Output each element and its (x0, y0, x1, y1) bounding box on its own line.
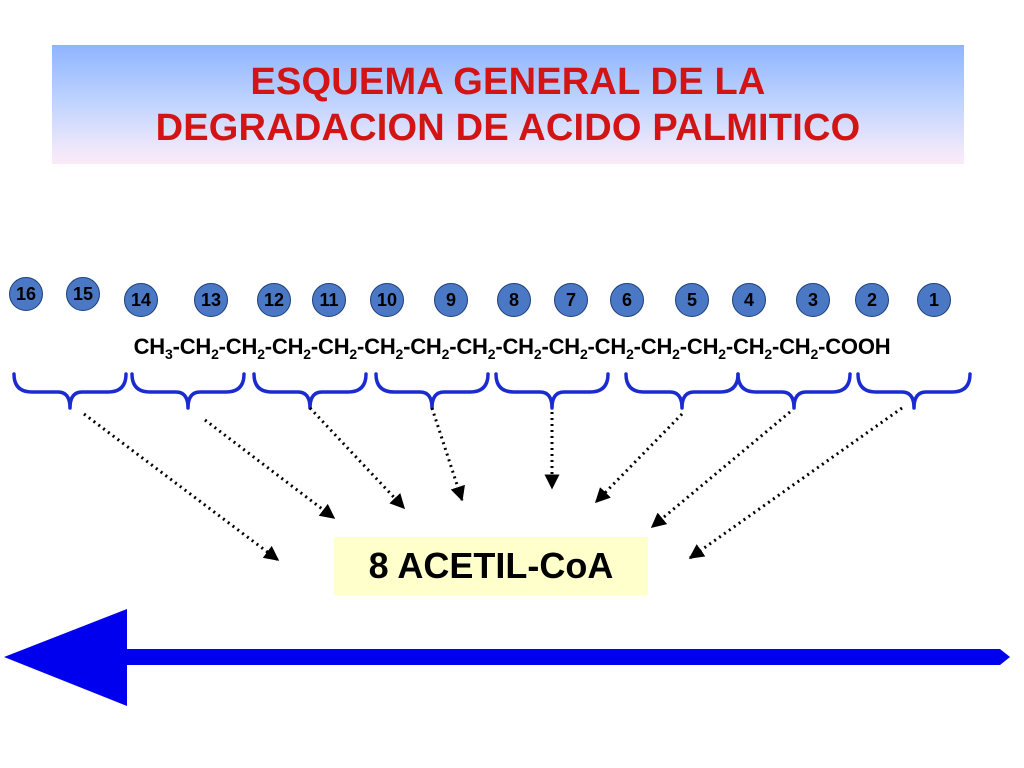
formula-group: -CH2 (357, 334, 404, 362)
brace-5 (494, 372, 610, 410)
carbon-number-6: 6 (610, 283, 644, 317)
dotted-arrow-8 (688, 406, 903, 560)
formula-group: -CH2 (449, 334, 496, 362)
carbon-number-16: 16 (9, 277, 43, 311)
carbon-number-14: 14 (124, 283, 158, 317)
formula-group: -CH2 (264, 334, 311, 362)
carbon-number-11: 11 (312, 283, 346, 317)
carbon-number-15: 15 (66, 277, 100, 311)
formula-group: -COOH (818, 334, 891, 359)
brace-7 (736, 372, 852, 410)
title-banner: ESQUEMA GENERAL DE LA DEGRADACION DE ACI… (52, 45, 964, 164)
formula-group: -CH2 (310, 334, 357, 362)
formula-group: -CH2 (218, 334, 265, 362)
carbon-number-9: 9 (434, 283, 468, 317)
dotted-arrow-6 (594, 412, 684, 504)
dotted-arrow-3 (308, 406, 406, 510)
formula-group: -CH2 (403, 334, 450, 362)
brace-3 (252, 372, 368, 410)
carbon-number-5: 5 (675, 283, 709, 317)
formula-group: -CH2 (725, 334, 772, 362)
formula-group: -CH2 (541, 334, 588, 362)
formula-group: -CH2 (771, 334, 819, 362)
carbon-number-10: 10 (370, 283, 404, 317)
formula-group: -CH2 (587, 334, 634, 362)
direction-arrow (4, 609, 1010, 706)
brace-1 (12, 372, 128, 410)
carbon-number-8: 8 (497, 283, 531, 317)
carbon-number-2: 2 (855, 283, 889, 317)
brace-8 (856, 372, 972, 410)
carbon-number-12: 12 (257, 283, 291, 317)
carbon-number-1: 1 (917, 283, 951, 317)
carbon-number-3: 3 (796, 283, 830, 317)
palmitic-acid-formula: CH3-CH2-CH2-CH2-CH2-CH2-CH2-CH2-CH2-CH2-… (0, 334, 1024, 362)
brace-6 (624, 372, 740, 410)
brace-4 (374, 372, 490, 410)
formula-group: -CH2 (172, 334, 219, 362)
formula-group: -CH2 (633, 334, 680, 362)
carbon-number-13: 13 (194, 283, 228, 317)
dotted-arrow-4 (430, 407, 465, 502)
dotted-arrow-1 (83, 412, 280, 562)
brace-2 (130, 372, 246, 410)
title-line-1: ESQUEMA GENERAL DE LA (250, 60, 766, 103)
carbon-number-7: 7 (554, 283, 588, 317)
formula-group: -CH2 (495, 334, 542, 362)
title-line-2: DEGRADACION DE ACIDO PALMITICO (155, 106, 861, 149)
formula-group: CH3 (133, 334, 173, 362)
carbon-number-4: 4 (732, 283, 766, 317)
dotted-arrow-7 (650, 410, 791, 529)
dotted-arrow-2 (204, 418, 336, 520)
acetyl-coa-product: 8 ACETIL-CoA (334, 537, 648, 595)
formula-group: -CH2 (679, 334, 726, 362)
